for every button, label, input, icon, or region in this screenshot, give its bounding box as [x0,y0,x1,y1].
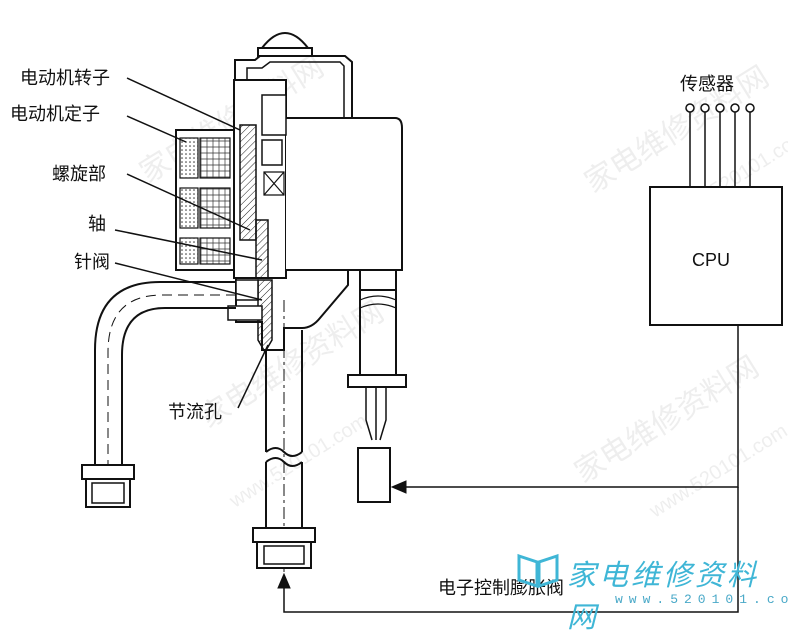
motor-rotor-part [239,124,257,241]
label-orifice: 节流孔 [168,402,222,423]
brand-logo: 家电维修资料网 www.520101.com [515,548,788,634]
inlet-nut [81,464,135,480]
brand-name: 家电维修资料网 [567,558,760,634]
brand-site: www.520101.com [615,592,788,607]
label-shaft: 轴 [88,214,106,235]
outlet-nut [252,527,316,543]
label-needle-valve: 针阀 [74,252,110,273]
needle-valve-part [257,279,273,354]
control-line [402,325,739,488]
top-cap [257,47,313,57]
label-spiral: 螺旋部 [52,164,106,185]
arrow-to-outlet [277,572,291,589]
spiral-part [255,219,269,281]
inlet-pipe-outer [94,281,236,465]
label-sensor: 传感器 [680,74,734,95]
arrow-to-connector [390,480,407,494]
cable-sleeve [359,269,397,291]
cpu-box [649,186,783,326]
top-bracket [234,55,353,118]
cpu-label: CPU [692,250,731,270]
label-motor-stator: 电动机定子 [10,104,100,125]
leader-lines [114,77,269,409]
inlet-pipe-inner [121,307,236,465]
connector-plug [357,447,391,503]
book-icon [517,553,559,589]
body-right [286,117,403,271]
label-motor-rotor: 电动机转子 [20,68,110,89]
top-dome [259,32,311,49]
sensor-leads [685,103,755,187]
feedback-line [283,487,739,613]
